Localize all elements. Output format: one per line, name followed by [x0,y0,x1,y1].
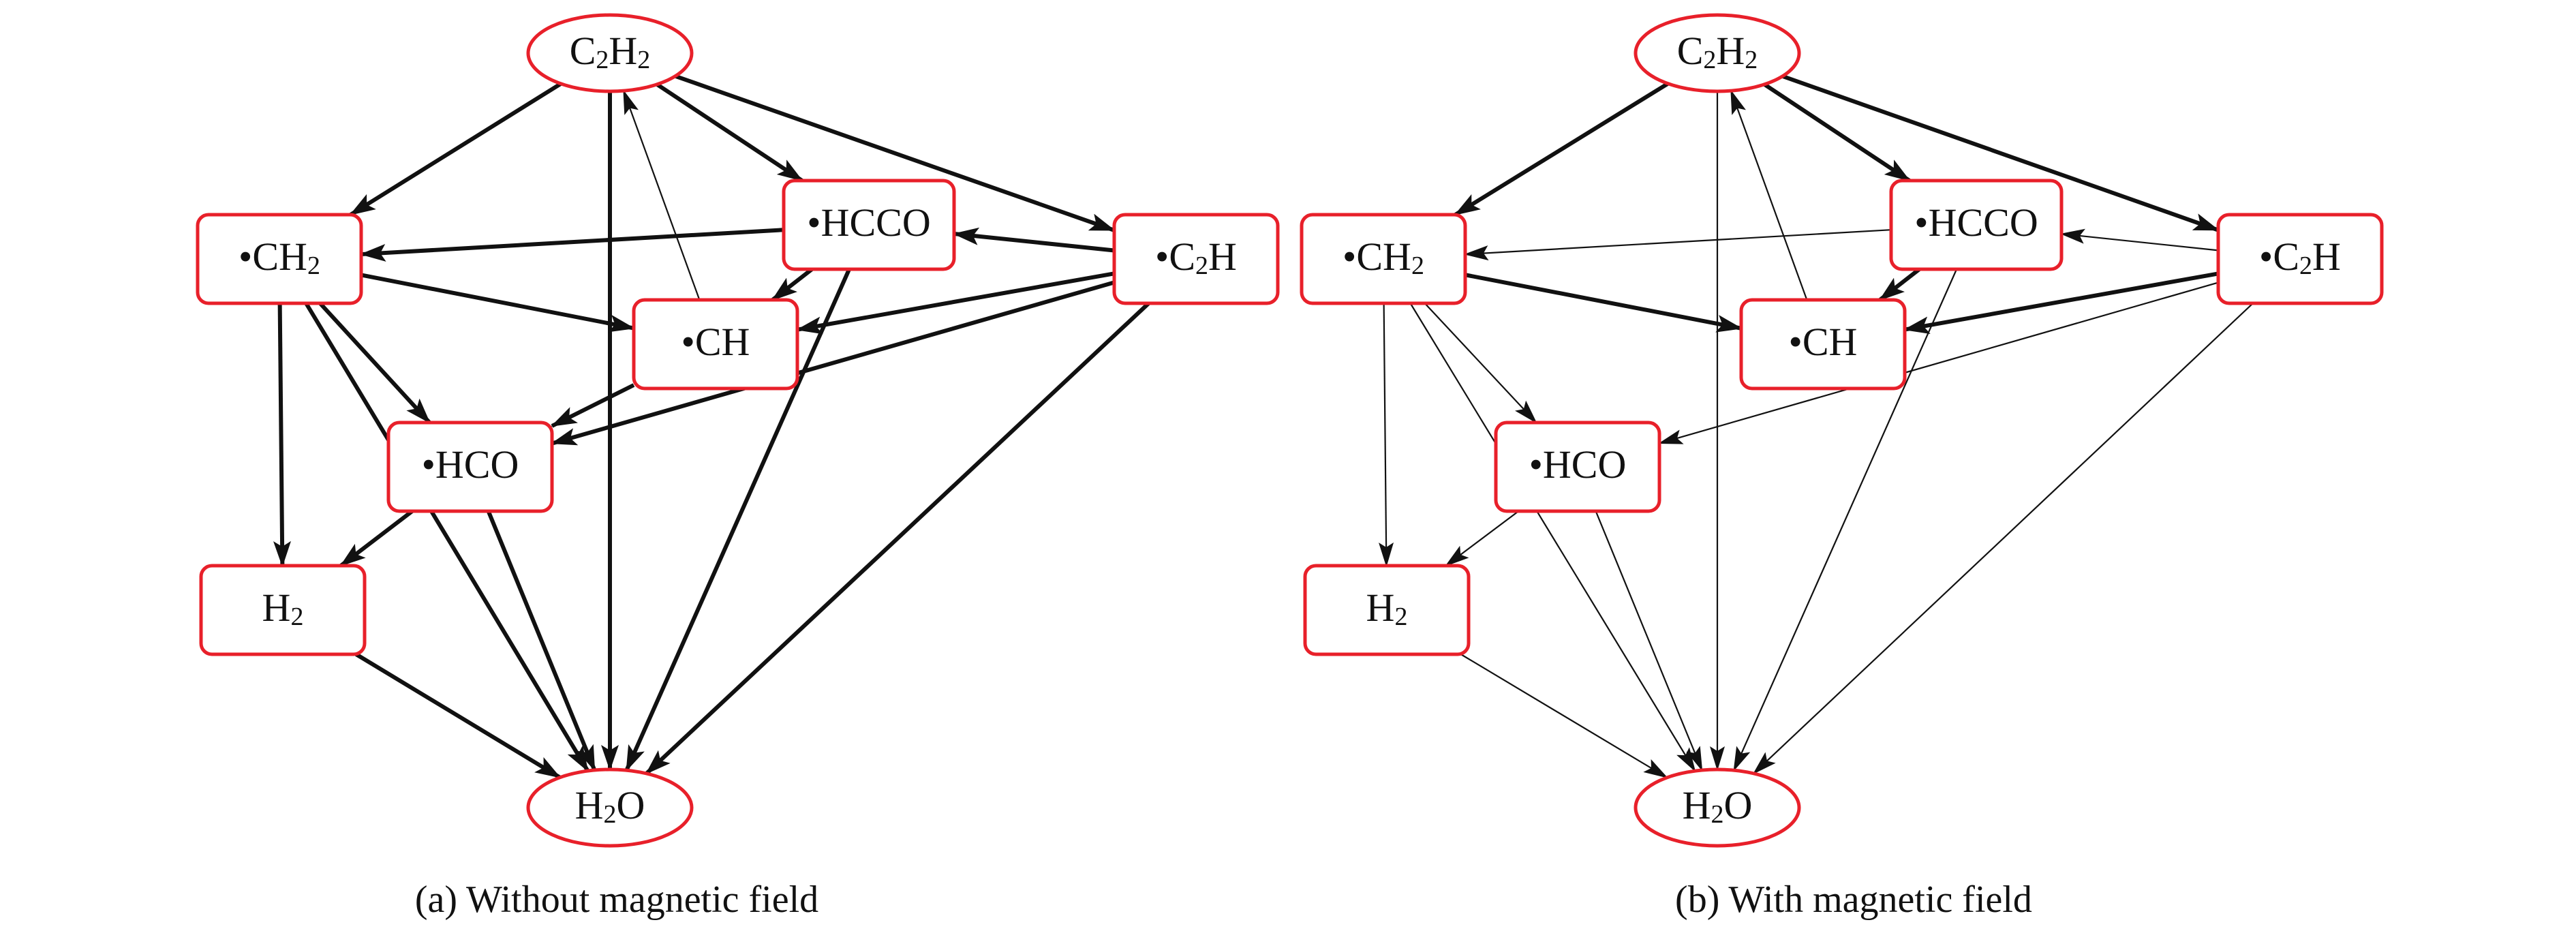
node-H2: H2 [1303,564,1471,656]
edge-CH2-to-CH [1465,273,1743,333]
node-HCO-border [386,421,554,513]
node-H2O: H2O [1634,767,1801,848]
node-HCCO-border [1889,179,2064,271]
node-C2H: •C2H [1112,213,1280,305]
node-C2H2: C2H2 [1634,13,1801,93]
node-H2O-border [526,767,694,848]
edge-CH2-to-HCO [318,301,431,425]
node-CH-border [632,298,799,391]
edge-HCCO-to-H2O [1733,269,1958,772]
edge-HCO-to-H2O [486,510,597,772]
node-C2H-label: •C2H [1155,234,1237,281]
node-CH2: •CH2 [1300,213,1467,305]
node-H2O: H2O [526,767,694,848]
node-HCO-border [1494,421,1661,513]
node-C2H2: C2H2 [526,13,694,93]
node-CH2-label: •CH2 [1343,234,1424,281]
edge-C2H-to-HCCO [953,227,1115,253]
node-H2-border [1303,564,1471,656]
node-HCO: •HCO [386,421,554,513]
node-HCO-label: •HCO [1529,442,1627,487]
node-CH2: •CH2 [196,213,363,305]
edge-HCCO-to-H2O [624,268,851,772]
edge-C2H-to-HCO [1658,281,2219,444]
node-HCCO-label: •HCCO [807,200,930,245]
node-H2O-label: H2O [575,783,645,829]
node-CH2-label: •CH2 [239,234,320,281]
edge-C2H-to-HCCO [2060,228,2219,251]
node-HCCO: •HCCO [1889,179,2064,271]
edge-HCO-to-H2O [1595,510,1703,772]
edge-C2H2-to-CH2 [349,82,562,217]
node-H2-label: H2 [262,585,304,632]
edge-C2H2-to-CH2 [1454,82,1670,217]
node-C2H2-border [1634,13,1801,93]
node-C2H2-label: C2H2 [570,29,651,75]
edge-CH-to-C2H2 [623,89,701,301]
edge-C2H-to-CH [796,271,1115,335]
edge-H2-to-H2O [1460,654,1668,778]
node-HCCO-border [782,179,956,271]
edge-CH2-to-H2 [1379,303,1394,567]
edge-HCCO-to-CH2 [360,228,784,262]
panel-b-edges [1379,74,2254,778]
edge-C2H-to-HCO [551,280,1115,446]
edge-CH2-to-HCO [1424,303,1537,424]
node-CH-label: •CH [681,320,750,364]
node-H2-border [199,564,367,656]
edge-CH-to-HCO [551,383,635,428]
edge-H2-to-H2O [355,652,562,780]
panel-b-caption: (b) With magnetic field [1675,879,2032,921]
edge-C2H-to-H2O [645,301,1150,776]
edge-CH2-to-H2O [304,302,590,772]
node-C2H2-label: C2H2 [1677,29,1758,75]
node-H2-label: H2 [1366,585,1408,632]
edge-CH2-to-H2O [1409,303,1696,772]
node-CH: •CH [1739,298,1907,391]
node-C2H-label: •C2H [2259,234,2341,281]
edge-HCCO-to-CH [771,267,814,302]
node-CH: •CH [632,298,799,391]
node-CH2-border [1300,213,1467,305]
edge-CH2-to-H2 [273,303,292,567]
edge-C2H2-to-HCCO [1763,82,1911,183]
edge-C2H-to-H2O [1752,303,2254,775]
panel-a-edges [273,74,1150,780]
node-C2H: •C2H [2216,213,2384,305]
node-C2H-border [1112,213,1280,305]
node-CH2-border [196,213,363,305]
node-HCCO: •HCCO [782,179,956,271]
edge-C2H2-to-HCCO [656,82,803,183]
node-HCCO-label: •HCCO [1914,200,2038,245]
node-C2H-border [2216,213,2384,305]
edge-HCCO-to-CH2 [1464,229,1892,261]
edge-CH-to-C2H2 [1730,89,1808,301]
node-HCO: •HCO [1494,421,1661,513]
edge-C2H2-to-C2H [1781,74,2220,232]
edge-C2H-to-CH [1903,271,2219,335]
node-CH-border [1739,298,1907,391]
edge-CH2-to-CH [361,273,635,333]
panel-a-caption: (a) Without magnetic field [415,879,818,921]
edge-C2H2-to-C2H [674,74,1116,232]
edge-HCO-to-H2 [1445,510,1519,567]
node-H2: H2 [199,564,367,656]
node-H2O-label: H2O [1683,783,1753,829]
node-H2O-border [1634,767,1801,848]
edge-HCO-to-H2 [339,509,414,568]
node-C2H2-border [526,13,694,93]
edge-HCCO-to-CH [1878,267,1921,302]
node-HCO-label: •HCO [422,442,519,487]
node-CH-label: •CH [1789,320,1858,364]
